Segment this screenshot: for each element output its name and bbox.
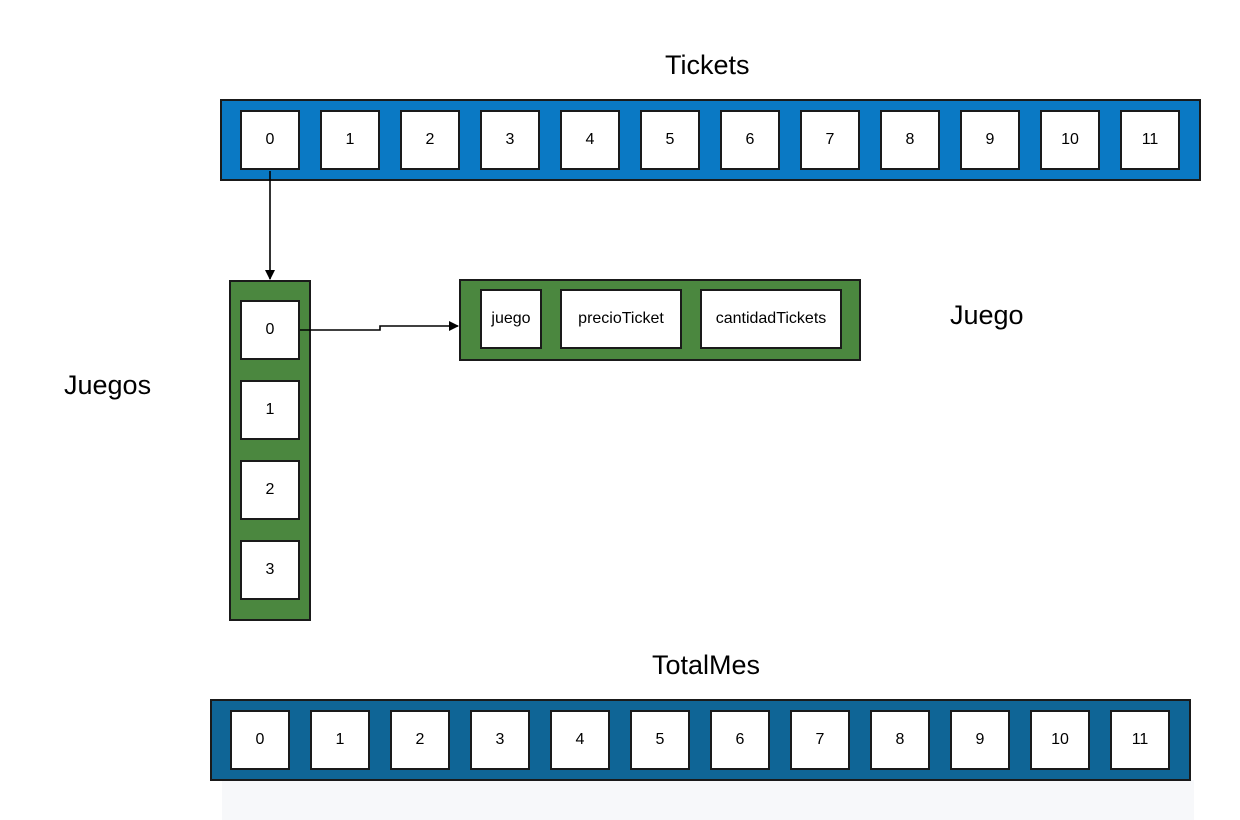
juegos-to-juego-arrow xyxy=(300,321,459,331)
totalmes-cell: 1 xyxy=(310,710,370,770)
tickets-cell: 10 xyxy=(1040,110,1100,170)
tickets-cell: 7 xyxy=(800,110,860,170)
juego-field-precio-ticket: precioTicket xyxy=(560,289,682,349)
tickets-cell: 1 xyxy=(320,110,380,170)
juego-title: Juego xyxy=(950,300,1024,330)
totalmes-cell: 6 xyxy=(710,710,770,770)
totalmes-cell: 8 xyxy=(870,710,930,770)
totalmes-cell: 7 xyxy=(790,710,850,770)
juegos-title: Juegos xyxy=(64,370,152,400)
juego-field-juego: juego xyxy=(480,289,542,349)
juegos-cell: 2 xyxy=(240,460,300,520)
juegos-cell: 0 xyxy=(240,300,300,360)
tickets-cell: 8 xyxy=(880,110,940,170)
totalmes-cell: 0 xyxy=(230,710,290,770)
tickets-cell: 4 xyxy=(560,110,620,170)
totalmes-cell: 4 xyxy=(550,710,610,770)
juego-field-cantidad-tickets: cantidadTickets xyxy=(700,289,842,349)
totalmes-title: TotalMes xyxy=(652,650,761,680)
tickets-cell: 2 xyxy=(400,110,460,170)
tickets-cell: 11 xyxy=(1120,110,1180,170)
totalmes-cell: 3 xyxy=(470,710,530,770)
juegos-cell: 1 xyxy=(240,380,300,440)
totalmes-array: 0 1 2 3 4 5 6 7 8 9 10 11 xyxy=(210,699,1191,781)
juego-struct: juego precioTicket cantidadTickets xyxy=(459,279,861,361)
totalmes-cell: 10 xyxy=(1030,710,1090,770)
tickets-cell: 0 xyxy=(240,110,300,170)
totalmes-cell: 9 xyxy=(950,710,1010,770)
tickets-cell: 5 xyxy=(640,110,700,170)
tickets-cell: 6 xyxy=(720,110,780,170)
totalmes-cell: 2 xyxy=(390,710,450,770)
tickets-array: 0 1 2 3 4 5 6 7 8 9 10 11 xyxy=(220,99,1201,181)
tickets-title: Tickets xyxy=(665,50,750,80)
tickets-cell: 3 xyxy=(480,110,540,170)
juegos-cell: 3 xyxy=(240,540,300,600)
tickets-cell: 9 xyxy=(960,110,1020,170)
totalmes-cell: 11 xyxy=(1110,710,1170,770)
juegos-array: 0 1 2 3 xyxy=(229,280,311,621)
bottom-shade xyxy=(222,780,1194,820)
totalmes-cell: 5 xyxy=(630,710,690,770)
